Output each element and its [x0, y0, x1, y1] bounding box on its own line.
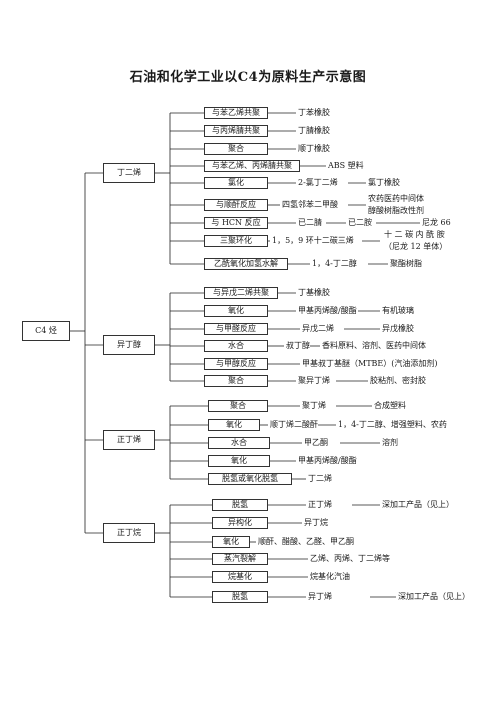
process-box: 与甲醛反应	[204, 323, 268, 335]
mid-product-text: 已二胺	[348, 218, 372, 227]
final-product-text: 有机玻璃	[382, 306, 414, 315]
product-text: 烷基化汽油	[310, 572, 350, 581]
process-box: 聚合	[204, 375, 268, 387]
product-text: 聚异丁烯	[298, 376, 330, 385]
process-box: 聚合	[208, 400, 268, 412]
product-text: 异戊二烯	[302, 324, 334, 333]
product-text: 丁苯橡胶	[298, 108, 330, 117]
final-product-text: 氯丁橡胶	[368, 178, 400, 187]
process-box: 与 HCN 反应	[204, 217, 268, 229]
product-text: 叔丁醇	[286, 341, 310, 350]
process-box: 聚合	[204, 143, 268, 155]
product-text: 1，4-丁二醇	[312, 259, 357, 268]
process-box: 脱氢	[212, 499, 268, 511]
process-box: 烷基化	[212, 571, 268, 583]
process-box: 与异戊二烯共聚	[204, 287, 278, 299]
product-text: 聚丁烯	[302, 401, 326, 410]
process-box: 水合	[204, 340, 268, 352]
final-product-text: 十 二 碳 内 酰 胺	[384, 230, 445, 239]
product-text: 甲基丙烯酸/酸酯	[298, 306, 357, 315]
product-text: 乙烯、丙烯、丁二烯等	[310, 554, 390, 563]
final-product-text: 1，4-丁二醇、增强塑料、农药	[338, 420, 447, 429]
final-product-text: 深加工产品（见上）	[398, 592, 470, 601]
process-box: 氧化	[204, 305, 268, 317]
process-box: 水合	[208, 437, 270, 449]
product-text: 异丁烯	[308, 592, 332, 601]
process-box: 与苯乙烯、丙烯腈共聚	[204, 160, 300, 172]
final-product-text: （尼龙 12 单体）	[384, 242, 448, 251]
page-title: 石油和化学工业以C4为原料生产示意图	[129, 70, 367, 85]
process-box: 异构化	[212, 517, 268, 529]
product-text: 甲乙酮	[304, 438, 328, 447]
group-node-n-butane: 正丁烷	[103, 523, 155, 543]
product-text: 2-氯丁二烯	[298, 178, 338, 187]
product-text: ABS 塑料	[328, 161, 364, 170]
product-text: 已二腈	[298, 218, 322, 227]
product-text: 顺酐、醋酸、乙醛、甲乙酮	[258, 537, 354, 546]
process-box: 三聚环化	[204, 235, 268, 247]
process-box: 脱氢	[212, 591, 268, 603]
process-box: 氧化	[208, 419, 260, 431]
process-box: 与顺酐反应	[204, 199, 268, 211]
process-box: 蒸汽裂解	[212, 553, 268, 565]
product-text: 丁基橡胶	[298, 288, 330, 297]
product-text: 丁腈橡胶	[298, 126, 330, 135]
product-text: 异丁烷	[304, 518, 328, 527]
final-product-text: 香料原料、溶剂、医药中间体	[322, 341, 426, 350]
product-text: 顺丁橡胶	[298, 144, 330, 153]
final-product-text: 异戊橡胶	[382, 324, 414, 333]
group-node-isobutanol: 异丁醇	[103, 335, 155, 355]
final-product-text: 聚酯树脂	[390, 259, 422, 268]
process-box: 氧化	[212, 536, 250, 548]
process-box: 与苯乙烯共聚	[204, 107, 268, 119]
root-node: C4 烃	[22, 321, 70, 341]
final-product-text: 尼龙 66	[422, 218, 451, 227]
final-product-text: 农药医药中间体	[368, 194, 424, 203]
product-text: 甲基叔丁基醚（MTBE）(汽油添加剂)	[302, 359, 438, 368]
product-text: 丁二烯	[308, 474, 332, 483]
process-box: 氧化	[208, 455, 270, 467]
process-box: 氯化	[204, 177, 268, 189]
product-text: 甲基丙烯酸/酸酯	[298, 456, 357, 465]
product-text: 顺丁烯二酸酐	[270, 420, 318, 429]
process-box: 与甲醇反应	[204, 358, 268, 370]
final-product-text: 合成塑料	[374, 401, 406, 410]
process-box: 与丙烯腈共聚	[204, 125, 268, 137]
process-box: 脱氢或氧化脱氢	[208, 473, 292, 485]
group-node-n-butene: 正丁烯	[103, 430, 155, 450]
final-product-text: 溶剂	[382, 438, 398, 447]
final-product-text: 醇酸树脂改性剂	[368, 206, 424, 215]
final-product-text: 深加工产品（见上）	[382, 500, 454, 509]
product-text: 正丁烯	[308, 500, 332, 509]
product-text: 四氢邻苯二甲酸	[282, 200, 338, 209]
final-product-text: 胶粘剂、密封胶	[370, 376, 426, 385]
group-node-butadiene: 丁二烯	[103, 163, 155, 183]
product-text: 1，5，9 环十二碳三烯	[272, 236, 354, 245]
process-box: 乙酰氧化加氢水解	[204, 258, 288, 270]
